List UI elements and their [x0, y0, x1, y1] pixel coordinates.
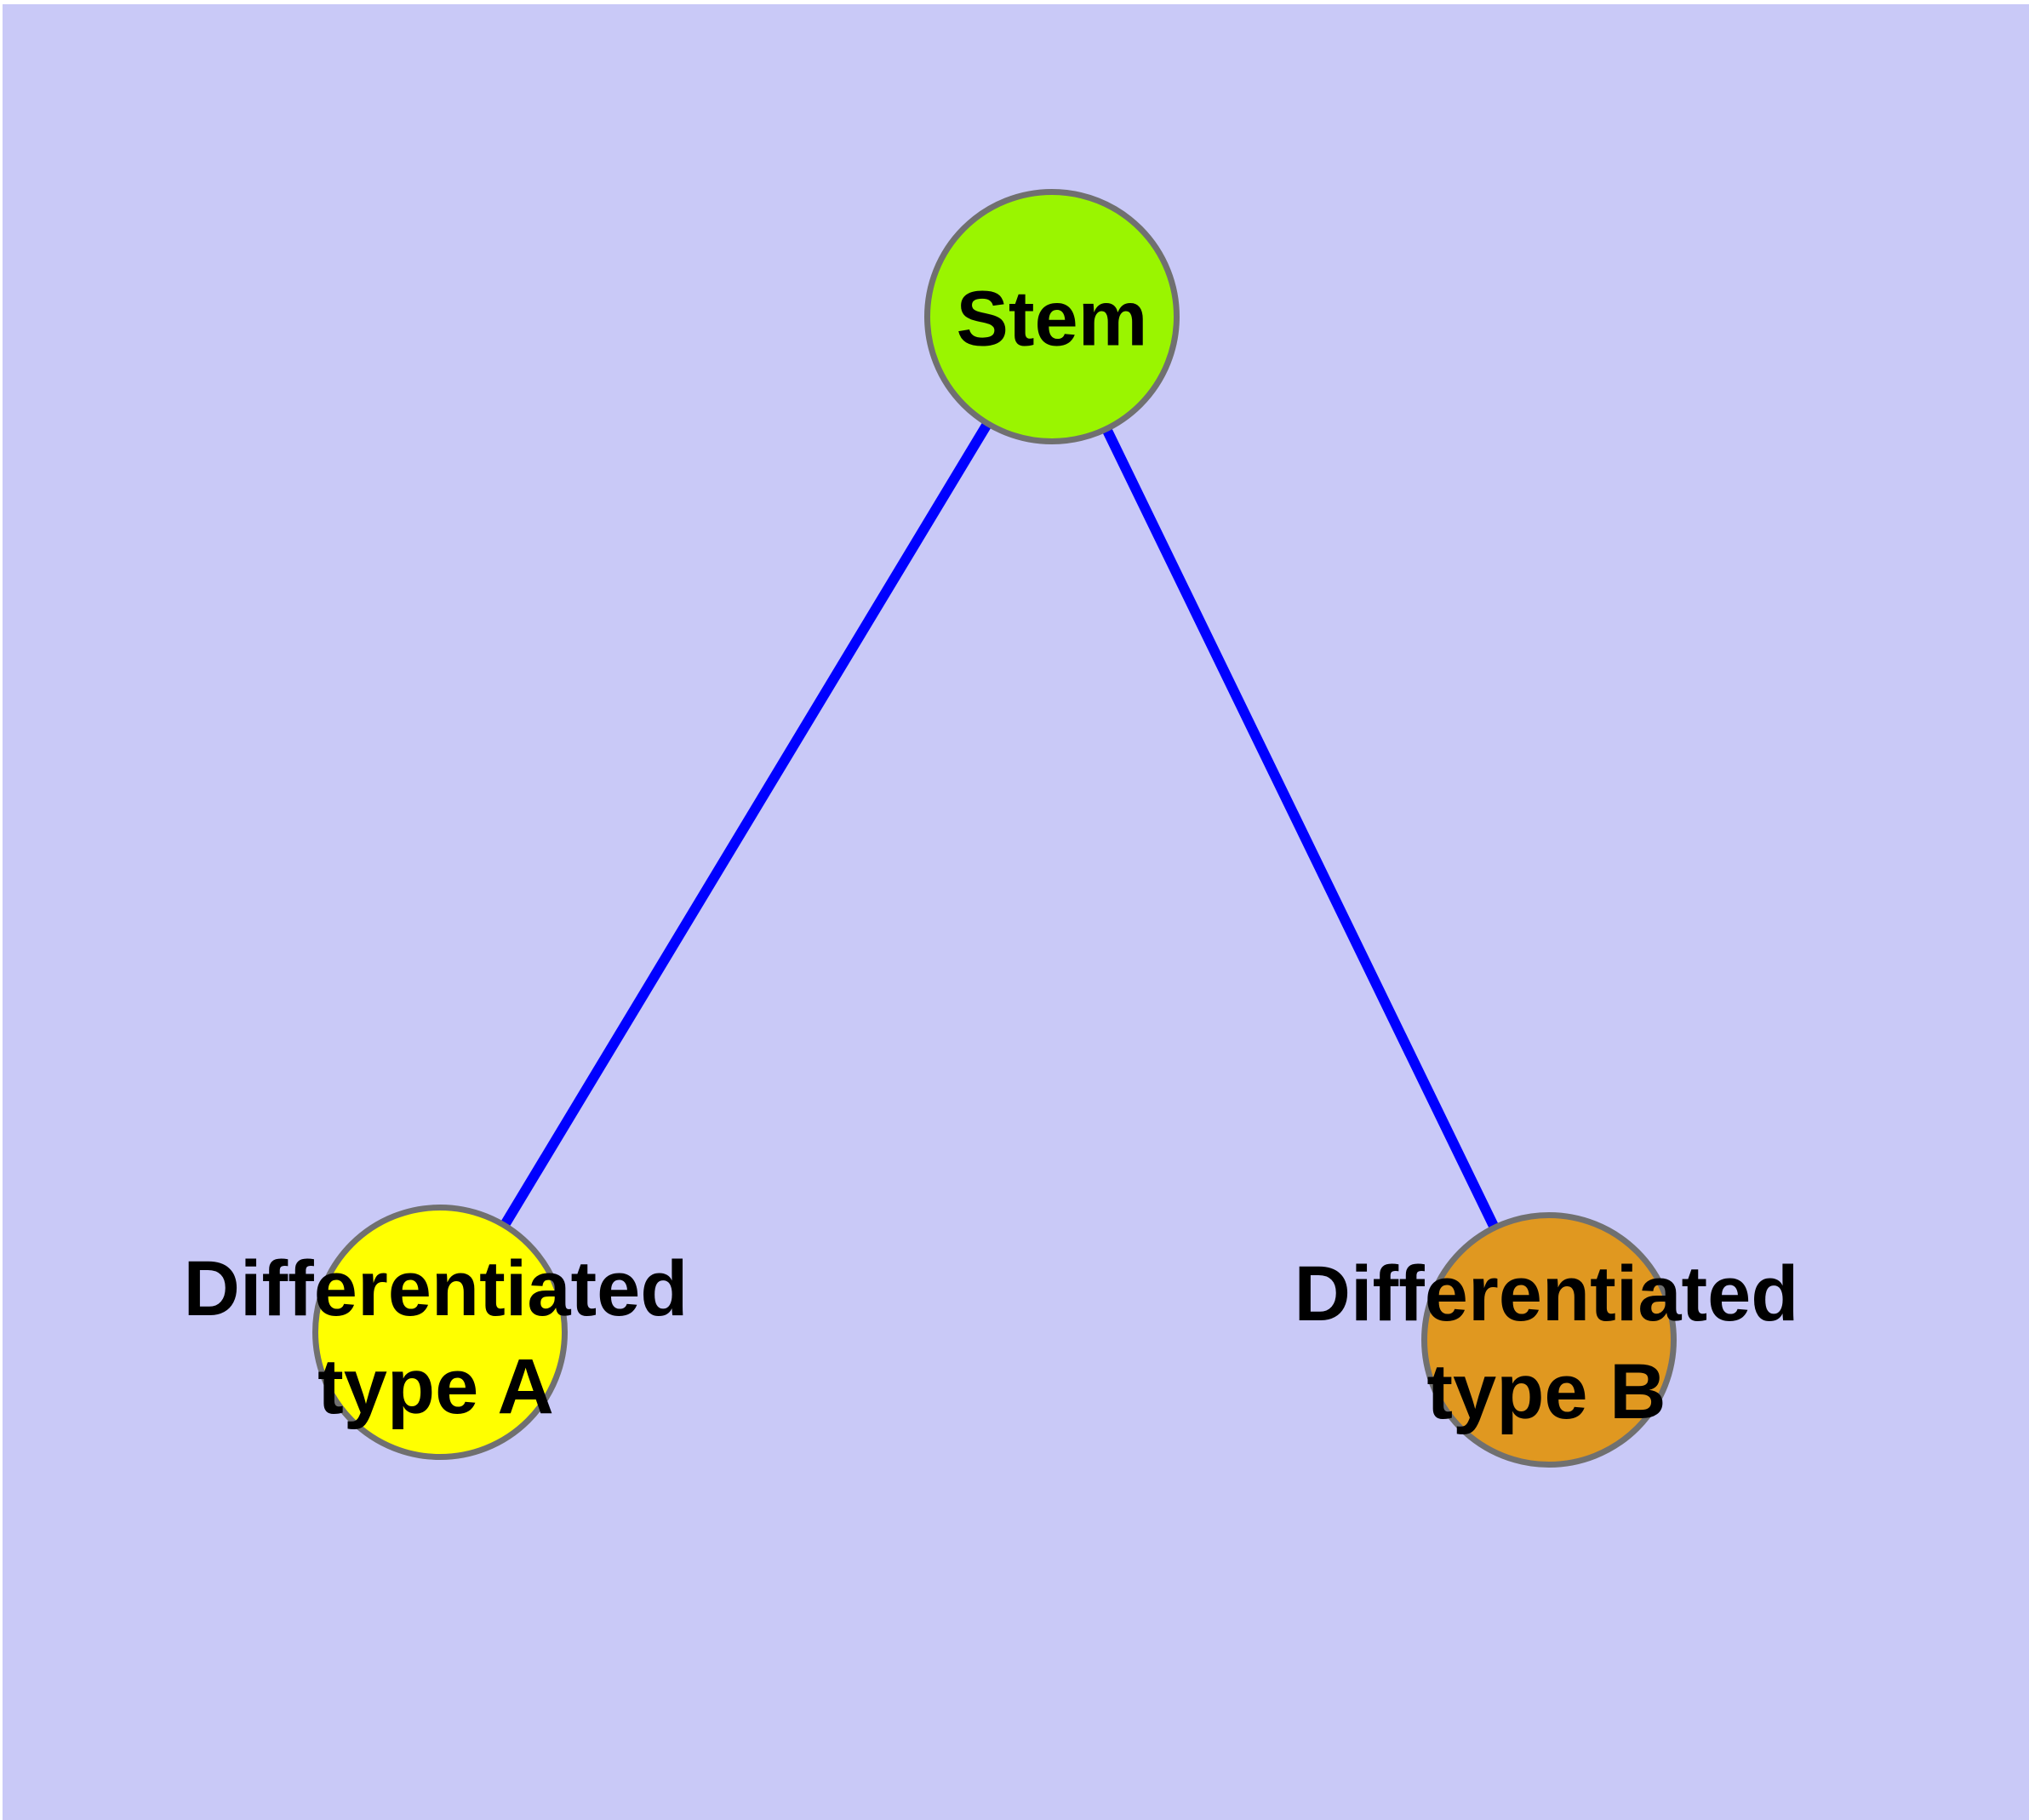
node-stem-label: Stem — [956, 275, 1148, 363]
node-stem — [924, 189, 1180, 444]
edges-layer — [435, 313, 1554, 1342]
node-type-a-label: Differentiated type A — [183, 1245, 689, 1430]
graph-canvas: Stem Differentiated type A Differentiate… — [3, 4, 2029, 1820]
node-type-b-label: Differentiated type B — [1294, 1251, 1799, 1435]
node-differentiated-type-b — [1421, 1212, 1677, 1468]
edge-stem-to-type-a — [435, 313, 1057, 1336]
edge-stem-to-type-b — [1047, 314, 1554, 1342]
node-differentiated-type-a — [312, 1205, 568, 1460]
